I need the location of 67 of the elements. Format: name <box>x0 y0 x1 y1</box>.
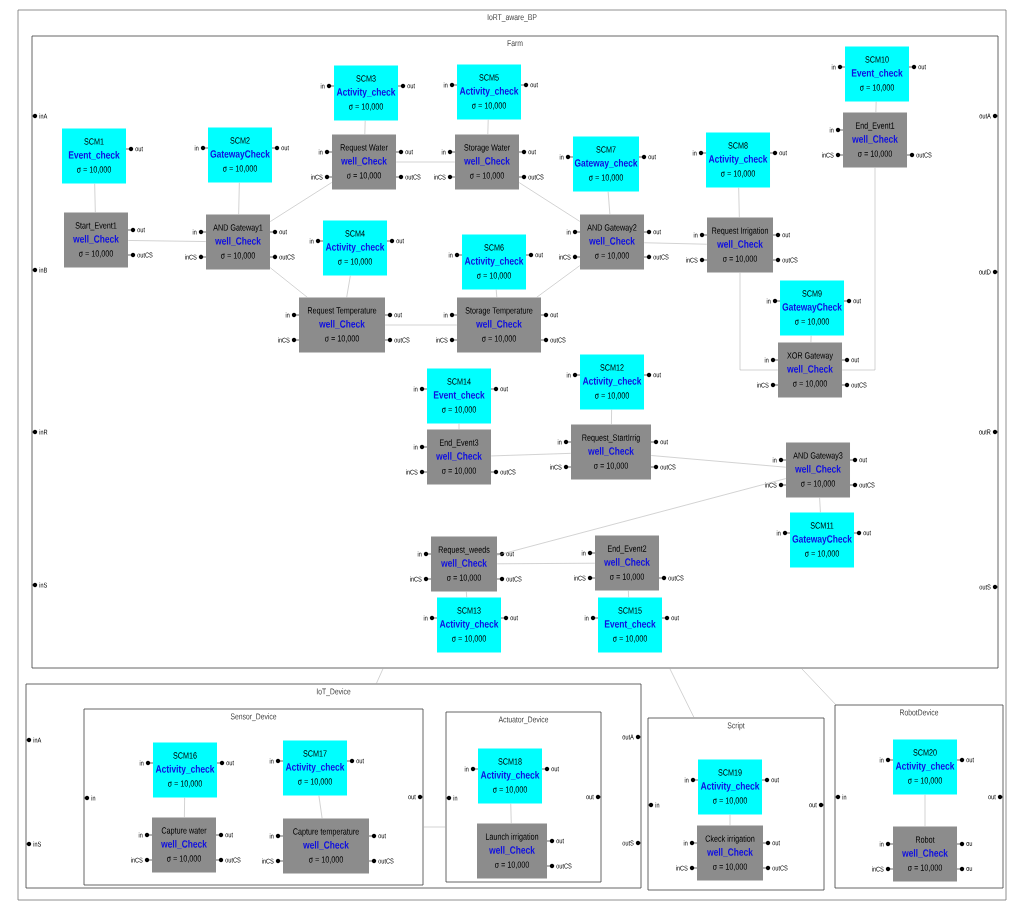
connector-line <box>607 191 611 215</box>
process-box: Launch irrigation well_Check σ = 10,000 <box>477 823 547 879</box>
process-box: AND Gateway1 well_Check σ = 10,000 <box>206 214 270 270</box>
connector-line <box>184 797 185 818</box>
process-box: Request_StartIrrig well_Check σ = 10,000 <box>571 424 651 480</box>
connector-line <box>238 182 240 215</box>
process-box: Request Irrigation well_Check σ = 10,000 <box>707 217 773 273</box>
process-box: End_Event2 well_Check σ = 10,000 <box>595 535 659 591</box>
component-box: SCM19 Activity_check σ = 10,000 <box>698 759 762 815</box>
connector-line <box>94 183 96 213</box>
component-box: SCM10 Event_check σ = 10,000 <box>845 46 909 102</box>
component-box: SCM11 GatewayCheck σ = 10,000 <box>790 512 854 568</box>
component-box: SCM20 Activity_check σ = 10,000 <box>893 739 957 795</box>
process-box: Capture water well_Check σ = 10,000 <box>152 817 216 873</box>
component-box: SCM18 Activity_check σ = 10,000 <box>478 748 542 804</box>
process-box: Ckeck irrigation well_Check σ = 10,000 <box>697 825 763 881</box>
process-box: XOR Gateway well_Check σ = 10,000 <box>778 342 842 398</box>
connector-line <box>496 562 596 565</box>
component-box: SCM4 Activity_check σ = 10,000 <box>323 220 387 276</box>
connector-line <box>495 289 498 298</box>
component-box: SCM1 Event_check σ = 10,000 <box>62 128 126 184</box>
connector-line <box>669 668 695 718</box>
connector-line <box>490 453 572 457</box>
connector-line <box>466 591 467 598</box>
connector-line <box>269 267 308 298</box>
process-box: Storage Temperature well_Check σ = 10,000 <box>457 297 541 353</box>
process-box: Request_weeds well_Check σ = 10,000 <box>431 536 497 592</box>
connector-line <box>496 478 787 556</box>
process-box: Start_Event1 well_Check σ = 10,000 <box>64 212 128 268</box>
process-box: Robot well_Check σ = 10,000 <box>893 826 957 882</box>
component-box: SCM8 Activity_check σ = 10,000 <box>706 132 770 188</box>
process-box: Request Temperature well_Check σ = 10,000 <box>299 297 385 353</box>
process-box: End_Event1 well_Check σ = 10,000 <box>843 112 907 168</box>
process-box: Request Water well_Check σ = 10,000 <box>332 134 396 190</box>
connector-line <box>269 182 333 222</box>
connector-line <box>376 668 384 684</box>
component-box: SCM9 GatewayCheck σ = 10,000 <box>780 280 844 336</box>
component-box: SCM3 Activity_check σ = 10,000 <box>334 65 398 121</box>
connector-line <box>738 187 740 218</box>
component-box: SCM2 GatewayCheck σ = 10,000 <box>208 127 272 183</box>
connector-line <box>518 182 581 222</box>
connector-line <box>801 668 836 705</box>
component-box: SCM17 Activity_check σ = 10,000 <box>283 740 347 796</box>
component-box: SCM16 Activity_check σ = 10,000 <box>153 742 217 798</box>
component-box: SCM5 Activity_check σ = 10,000 <box>457 64 521 120</box>
connector-line <box>127 240 207 242</box>
connector-line <box>819 497 821 513</box>
connector-line <box>346 275 351 298</box>
connector-line <box>536 265 581 298</box>
component-box: SCM7 Gateway_check σ = 10,000 <box>573 136 639 192</box>
process-box: Capture temperature well_Check σ = 10,000 <box>283 818 369 874</box>
component-box: SCM13 Activity_check σ = 10,000 <box>437 597 501 653</box>
connector-line <box>650 455 787 468</box>
process-box: End_Event3 well_Check σ = 10,000 <box>427 429 491 485</box>
process-box: AND Gateway2 well_Check σ = 10,000 <box>580 214 644 270</box>
process-box: Storage Water well_Check σ = 10,000 <box>455 134 519 190</box>
component-box: SCM12 Activity_check σ = 10,000 <box>580 354 644 410</box>
connector-line <box>628 590 629 598</box>
connector-line <box>611 409 612 425</box>
component-box: SCM15 Event_check σ = 10,000 <box>598 597 662 653</box>
process-box: AND Gateway3 well_Check σ = 10,000 <box>786 442 850 498</box>
connector-line <box>739 272 779 371</box>
connector-line <box>841 167 876 371</box>
component-box: SCM6 Activity_check σ = 10,000 <box>462 234 526 290</box>
component-box: SCM14 Event_check σ = 10,000 <box>427 368 491 424</box>
connector-line <box>643 242 708 245</box>
connector-line <box>318 795 323 819</box>
